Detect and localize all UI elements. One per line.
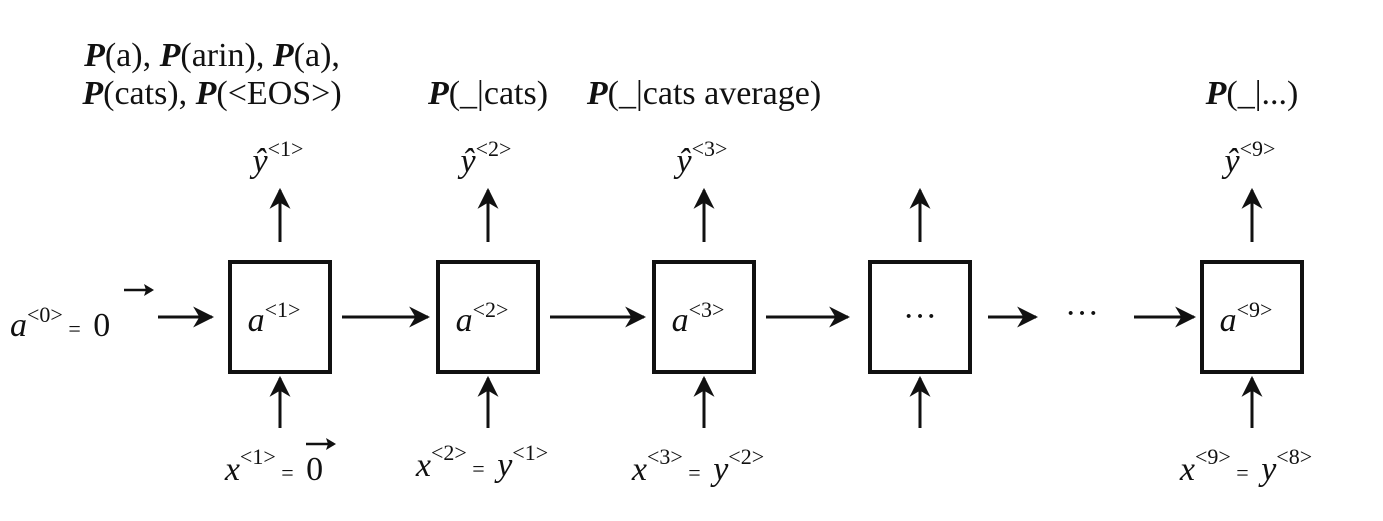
x-sup: <1> [240,444,276,469]
output-t1-label: ŷ<1> [250,136,304,180]
prob-arg: (_|...) [1226,75,1298,112]
rnn-cell-t3 [652,260,756,374]
x-var: x [224,451,240,488]
prob-p: P [81,75,103,112]
prob-p: P [195,75,217,112]
prob-arg: (_|cats) [449,75,548,112]
prob-p: P [159,37,181,74]
cell-t9-label: a<9> [1220,297,1273,339]
prob-p: P [586,75,608,112]
yhat-var: ŷ [1222,143,1241,180]
arrows-layer [124,187,1263,450]
a0-sup: <0> [27,302,63,327]
rnn-cell-t2 [436,260,540,374]
yhat-var: ŷ [458,143,477,180]
cell-var: a [1220,302,1237,339]
yhat-sup: <9> [1240,136,1276,161]
y-sup: <2> [728,444,764,469]
cell-var: a [456,302,473,339]
yhat-var: ŷ [674,143,693,180]
prob-arg: (<EOS>) [216,75,341,112]
labels-layer: a<0> = 0···a<1>ŷ<1>P(a), P(arin), P(a),P… [10,37,1312,488]
cell-sup: <1> [265,297,301,322]
input-t3-label: x<3> = y<2> [631,444,764,488]
cell-t4-label: ··· [903,298,937,335]
y-var: y [489,447,514,484]
x-sup: <2> [431,440,467,465]
cell-t3-label: a<3> [672,297,725,339]
output-t2-label: ŷ<2> [458,136,512,180]
cells-layer [228,260,1304,374]
x-sup: <9> [1195,444,1231,469]
prob-t1-line-0: P(a), P(arin), P(a), [83,37,340,74]
prob-p: P [427,75,449,112]
cell-t1-label: a<1> [248,297,301,339]
prob-t9-line-0: P(_|...) [1205,75,1299,112]
rnn-cell-t1 [228,260,332,374]
cell-sup: <2> [473,297,509,322]
input-t1-label: x<1> = 0 [224,444,323,488]
prob-p: P [83,37,105,74]
input-t2-label: x<2> = y<1> [415,440,548,484]
prob-arg: (a), [105,37,160,74]
x-eq: = [1231,460,1249,485]
output-t9-label: ŷ<9> [1222,136,1276,180]
rnn-cell-t4 [868,260,972,374]
prob-arg: (a), [294,37,340,74]
x-eq: = [683,460,701,485]
cell-ellipsis: ··· [903,298,937,335]
y-var: y [1253,451,1278,488]
cell-var: a [248,302,265,339]
x-var: x [415,447,431,484]
x-var: x [1179,451,1195,488]
prob-t3-line-0: P(_|cats average) [586,75,821,112]
prob-arg: (_|cats average) [608,75,822,112]
x-eq: = [467,456,485,481]
cell-sup: <9> [1237,297,1273,322]
prob-t2-line-0: P(_|cats) [427,75,548,112]
input-t9-label: x<9> = y<8> [1179,444,1312,488]
a0-vector-arrow-head [144,284,154,296]
rnn-cell-t9 [1200,260,1304,374]
cell-t2-label: a<2> [456,297,509,339]
cell-var: a [672,302,689,339]
zero-vec: 0 [298,451,324,488]
input-t1-vector-arrow-head [326,438,336,450]
yhat-sup: <2> [476,136,512,161]
a0-zero: 0 [85,307,111,344]
yhat-sup: <3> [692,136,728,161]
a0-var: a [10,307,27,344]
prob-arg: (arin), [180,37,273,74]
a0-eq: = [63,316,81,341]
initial-activation-label: a<0> = 0 [10,302,110,344]
prob-p: P [1205,75,1227,112]
yhat-sup: <1> [268,136,304,161]
prob-t1-line-1: P(cats), P(<EOS>) [81,75,341,112]
x-sup: <3> [647,444,683,469]
y-var: y [705,451,730,488]
x-var: x [631,451,647,488]
ellipsis-between-cells: ··· [1065,295,1099,332]
output-t3-label: ŷ<3> [674,136,728,180]
y-sup: <1> [512,440,548,465]
x-eq: = [276,460,294,485]
yhat-var: ŷ [250,143,269,180]
prob-p: P [272,37,294,74]
ellipsis-dots: ··· [1065,295,1099,332]
cell-sup: <3> [689,297,725,322]
prob-arg: (cats), [103,75,196,112]
y-sup: <8> [1276,444,1312,469]
